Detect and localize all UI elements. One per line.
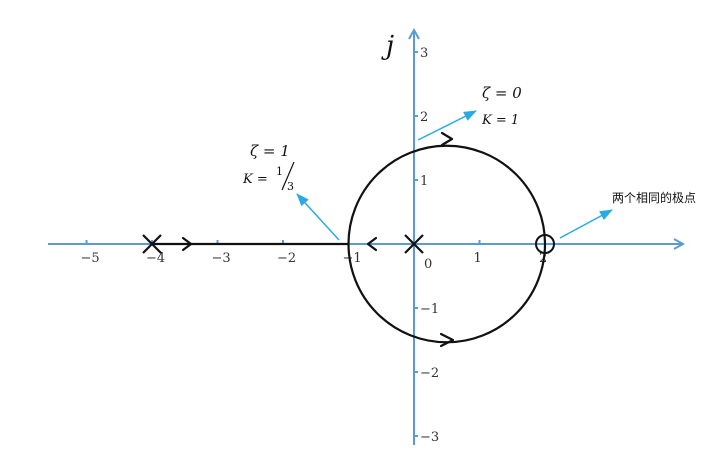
zeta1-label: ζ = 1 (250, 142, 290, 160)
y-tick-label: −1 (420, 302, 439, 317)
locus-direction-arrow-left (366, 236, 378, 252)
imag-axis-label: j (381, 31, 394, 61)
zeta1-k-fraction-slash (281, 161, 295, 191)
x-tick-label: −5 (81, 251, 100, 266)
x-tick-label: −2 (277, 251, 296, 266)
zeta0-label: ζ = 0 (482, 84, 522, 102)
double-pole-note: 两个相同的极点 (612, 190, 696, 205)
x-tick-label: −4 (146, 251, 165, 266)
poles (142, 234, 424, 254)
pole-marker (142, 234, 162, 254)
zeta1-k-prefix: K = (242, 172, 268, 187)
zeta1-pointer (296, 193, 340, 241)
zero-marker (535, 234, 555, 254)
y-tick-label: 1 (420, 174, 428, 189)
zeta1-k-denominator: 3 (287, 180, 294, 193)
y-tick-label: −3 (420, 430, 439, 445)
zeta0-pointer (417, 110, 477, 141)
zeros (535, 234, 555, 254)
x-tick-label: −3 (212, 251, 231, 266)
x-tick-label: −1 (343, 251, 362, 266)
locus-direction-arrow-lower (439, 332, 455, 348)
pole-marker (404, 234, 424, 254)
zeta0-k-label: K = 1 (481, 113, 519, 128)
y-tick-label: −2 (420, 366, 439, 381)
zeta1-k-numerator: 1 (276, 165, 283, 178)
locus-direction-arrow-upper (440, 131, 454, 147)
locus-direction-arrow-right (181, 236, 193, 252)
origin-label: 0 (424, 257, 432, 272)
double-pole-pointer (559, 209, 613, 239)
y-tick-label: 2 (420, 110, 428, 125)
x-tick-label: 1 (474, 251, 482, 266)
y-ticks: 3 2 1 −1 −2 −3 (414, 46, 439, 445)
y-tick-label: 3 (420, 46, 428, 61)
